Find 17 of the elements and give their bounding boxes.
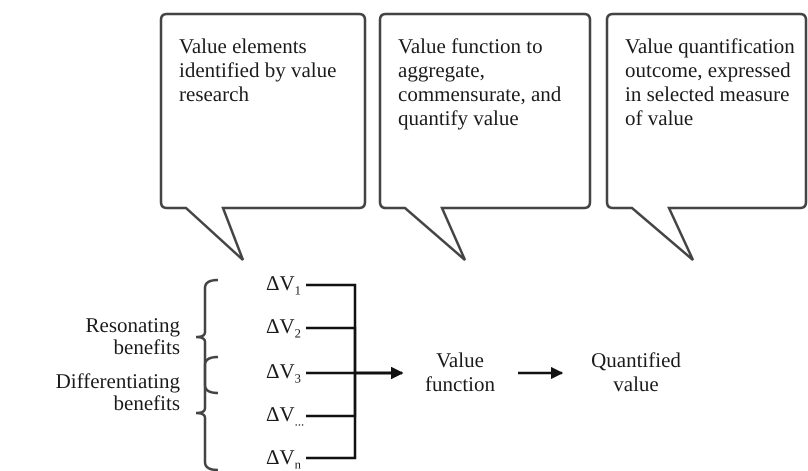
node-label: ΔV$_{n}$ [266,445,302,469]
bracket-label: Resonating benefits [84,314,180,358]
node-label: ΔV$_{...}$ [266,402,306,426]
connector-arrow [306,366,404,460]
node-label: ΔV$_{2}$ [266,314,302,338]
callout-text: Value elements identified by value research [179,34,338,106]
speech-bubble [161,14,365,262]
callout-text: Value quantification outcome, expressed in selected measure of value [625,34,796,130]
node-label: Quantified value [590,348,682,396]
node-label: ΔV$_{3}$ [266,359,302,383]
speech-bubble [607,14,806,262]
node-label: ΔV$_{1}$ [266,271,302,295]
bracket-label: Differentiating benefits [54,370,180,414]
connector-arrow [518,366,564,380]
speech-bubble [380,14,590,262]
node-label: Value function [424,348,496,396]
callout-text: Value function to aggregate, commensurate, and quantify value [398,34,562,130]
